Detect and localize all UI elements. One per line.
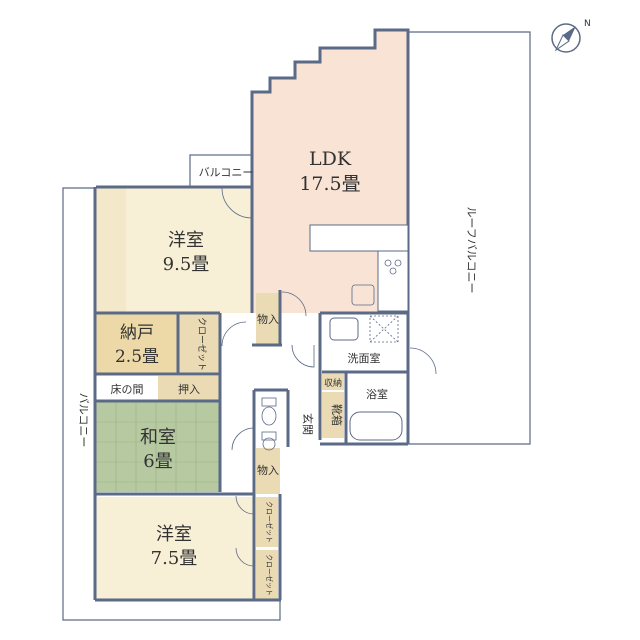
senmenshitsu-label: 洗面室 xyxy=(348,351,381,365)
oshiire-label: 押入 xyxy=(178,382,200,396)
tokonoma-area xyxy=(96,376,158,400)
nando-name: 納戸 xyxy=(120,323,154,343)
nando-room xyxy=(96,313,178,373)
toilet-icon xyxy=(261,397,277,426)
youshitsu1-closet-strip xyxy=(96,188,126,313)
youshitsu2-closet-b xyxy=(256,550,278,600)
compass-icon: N xyxy=(551,19,591,53)
sink-icon xyxy=(351,284,375,306)
kutsubako-area xyxy=(322,392,344,438)
oshiire-area xyxy=(158,376,220,400)
washitsu-size: 6畳 xyxy=(143,451,172,472)
youshitsu2-closet-a xyxy=(256,497,278,547)
monoire2-area xyxy=(256,447,280,494)
youshitsu2-closet-a-label: クローゼット xyxy=(265,501,274,543)
roof-balcony-label: ルーフバルコニー xyxy=(465,206,478,293)
toilet-icon-2 xyxy=(261,431,277,451)
nando-size: 2.5畳 xyxy=(115,347,159,367)
washitsu-room xyxy=(96,402,220,492)
yokushitsu-label: 浴室 xyxy=(366,387,388,401)
walls xyxy=(93,28,410,602)
washbasin-icon xyxy=(329,317,359,341)
kitchen-island xyxy=(309,224,409,252)
monoire1-area xyxy=(256,293,280,345)
nando-closet-label: クローゼット xyxy=(196,317,208,371)
ldk-size: 17.5畳 xyxy=(299,173,360,195)
bathtub-icon xyxy=(349,411,403,441)
tokonoma-label: 床の間 xyxy=(111,382,144,396)
youshitsu1-size: 9.5畳 xyxy=(163,254,210,275)
washitsu-name: 和室 xyxy=(140,427,176,448)
nando-closet xyxy=(178,313,220,373)
youshitsu2-size: 7.5畳 xyxy=(151,548,198,569)
washer-icon xyxy=(369,315,399,343)
balcony-left-label: バルコニー xyxy=(77,393,90,448)
monoire1-label: 物入 xyxy=(257,312,279,326)
youshitsu1-name: 洋室 xyxy=(168,230,204,251)
balcony-top-label: バルコニー xyxy=(199,166,254,179)
genkan-label: 玄関 xyxy=(301,413,315,435)
door-swings xyxy=(221,187,437,567)
svg-text:N: N xyxy=(584,19,591,29)
shuno-area xyxy=(322,374,344,390)
kutsubako-label: 靴箱 xyxy=(330,404,344,426)
ldk-name: LDK xyxy=(309,148,352,170)
monoire2-label: 物入 xyxy=(257,463,279,477)
youshitsu2-name: 洋室 xyxy=(156,524,192,545)
stove-icon xyxy=(384,259,402,275)
youshitsu2-closet-b-label: クローゼット xyxy=(265,554,274,596)
youshitsu2-room xyxy=(96,497,254,600)
shuno-label: 収納 xyxy=(324,377,342,389)
kitchen-counter xyxy=(377,250,409,312)
tatami-grid xyxy=(96,402,220,492)
